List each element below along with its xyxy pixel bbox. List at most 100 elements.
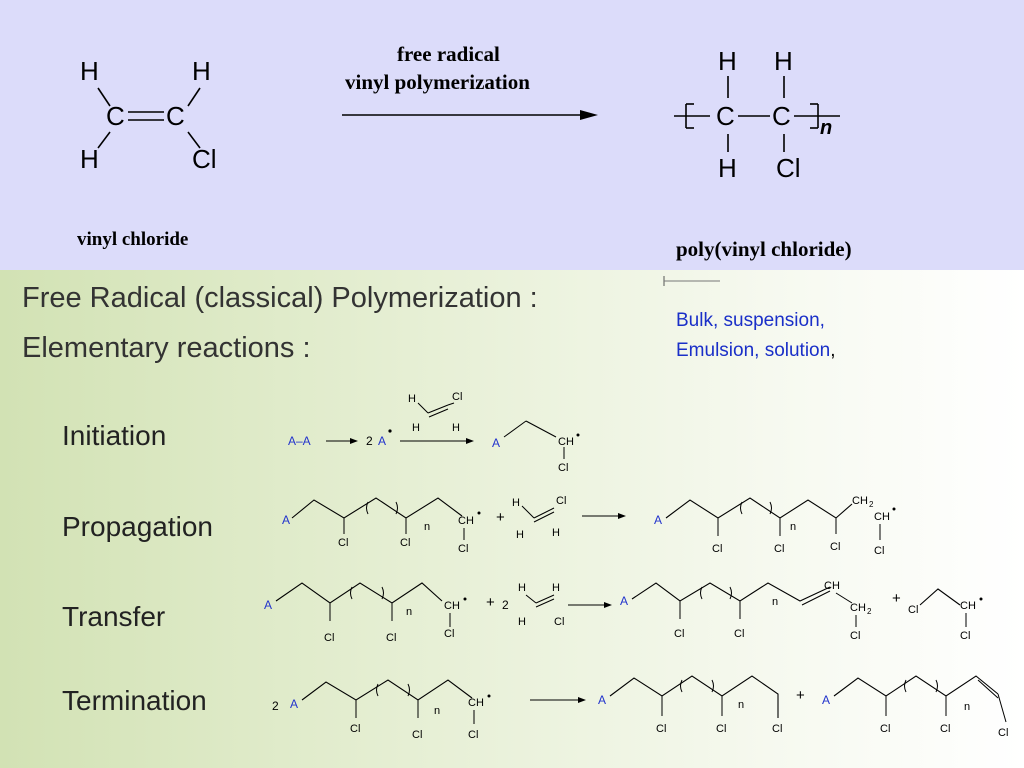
tr-product-ch: CH (824, 580, 840, 592)
prop-product-cl4: Cl (874, 545, 884, 557)
polymer-c1: C (716, 101, 735, 131)
tr-a: A (264, 598, 272, 612)
step-initiation-label: Initiation (62, 420, 167, 451)
prop-n: n (424, 521, 430, 533)
pvc-structure: H H C C n H Cl (674, 46, 840, 183)
tr-product-ch2-sub: 2 (867, 607, 872, 616)
term-p2-a: A (822, 693, 830, 707)
prop-product-cl1: Cl (712, 543, 722, 555)
process-note-line2: Emulsion, solution, (676, 340, 835, 362)
step-termination-label: Termination (62, 685, 207, 716)
prop-vc-h3: H (552, 527, 560, 539)
init-two: 2 (366, 434, 373, 448)
init-product-ch: CH (558, 436, 574, 448)
term-cl2: Cl (412, 729, 422, 741)
prop-ch: CH (458, 515, 474, 527)
arrow-label-line2: vinyl polymerization (345, 70, 530, 94)
polymer-h2: H (774, 46, 793, 76)
tr-small-cl2: Cl (960, 630, 970, 642)
tr-product-cl2: Cl (734, 628, 744, 640)
tr-small-ch: CH (960, 600, 976, 612)
tr-n: n (406, 606, 412, 618)
prop-vc-cl: Cl (556, 495, 566, 507)
monomer-c1: C (106, 101, 125, 131)
monomer-h1: H (80, 56, 99, 86)
prop-cl3: Cl (458, 543, 468, 555)
process-note-line1: Bulk, suspension, (676, 310, 825, 331)
monomer-cl: Cl (192, 144, 217, 174)
polymer-n: n (820, 117, 832, 139)
tr-two: 2 (502, 598, 509, 612)
prop-cl1: Cl (338, 537, 348, 549)
monomer-h2: H (192, 56, 211, 86)
term-p1-cl1: Cl (656, 723, 666, 735)
arrow-label-line1: free radical (397, 42, 500, 66)
heading-line1: Free Radical (classical) Polymerization … (22, 282, 538, 314)
polymer-c2: C (772, 101, 791, 131)
init-vc-h3: H (452, 422, 460, 434)
prop-cl2: Cl (400, 537, 410, 549)
term-ch: CH (468, 697, 484, 709)
polymer-h1: H (718, 46, 737, 76)
term-p1-n: n (738, 699, 744, 711)
vinyl-chloride-caption: vinyl chloride (77, 229, 189, 250)
polymerization-arrow (342, 110, 598, 120)
top-panel (0, 0, 1024, 270)
step-propagation-label: Propagation (62, 511, 214, 542)
init-vc-h1: H (408, 393, 416, 405)
term-a: A (290, 697, 298, 711)
term-p2-cl2: Cl (940, 723, 950, 735)
tr-product-cl3: Cl (850, 630, 860, 642)
init-product-cl: Cl (558, 462, 568, 474)
term-p2-cl1: Cl (880, 723, 890, 735)
tr-product-ch2: CH (850, 602, 866, 614)
prop-product-n: n (790, 521, 796, 533)
init-vc-cl: Cl (452, 391, 462, 403)
process-note-line2-main: Emulsion, solution (676, 340, 831, 361)
tr-ch: CH (444, 600, 460, 612)
term-p2-cl3: Cl (998, 727, 1008, 739)
monomer-c2: C (166, 101, 185, 131)
tr-plus2: + (892, 590, 901, 607)
tr-vc-h2: H (552, 582, 560, 594)
vinyl-chloride-structure: H H C C H Cl (80, 56, 217, 174)
term-p2-n: n (964, 701, 970, 713)
tr-product-cl1: Cl (674, 628, 684, 640)
init-vc-h2: H (412, 422, 420, 434)
prop-product-cl2: Cl (774, 543, 784, 555)
prop-a: A (282, 513, 290, 527)
prop-vc-h2: H (516, 529, 524, 541)
process-note-line2-tail: , (830, 340, 836, 361)
pvc-caption: poly(vinyl chloride) (676, 237, 852, 261)
tr-cl2: Cl (386, 632, 396, 644)
tr-plus: + (486, 594, 495, 611)
term-n: n (434, 705, 440, 717)
tr-small-cl: Cl (908, 604, 918, 616)
prop-product-cl3: Cl (830, 541, 840, 553)
term-p1-a: A (598, 693, 606, 707)
heading-line2: Elementary reactions : (22, 332, 311, 364)
prop-vc-h1: H (512, 497, 520, 509)
init-radical: A (378, 434, 386, 448)
tr-product-n: n (772, 596, 778, 608)
term-two: 2 (272, 699, 279, 713)
term-plus: + (796, 687, 805, 704)
term-cl1: Cl (350, 723, 360, 735)
prop-product-a: A (654, 513, 662, 527)
polymer-h3: H (718, 153, 737, 183)
prop-product-ch: CH (874, 511, 890, 523)
tr-vc-h1: H (518, 582, 526, 594)
prop-product-ch2-sub: 2 (869, 500, 874, 509)
termination-scheme: 2 A Cl Cl n CH Cl A Cl Cl n Cl + A Cl Cl… (272, 675, 1008, 741)
transfer-scheme: A Cl Cl n CH Cl + 2 H H H Cl A Cl Cl n C… (264, 580, 983, 644)
init-product-a: A (492, 436, 500, 450)
tr-vc-h3: H (518, 616, 526, 628)
prop-product-ch2: CH (852, 495, 868, 507)
caption-residue-mark (663, 276, 720, 286)
term-p1-cl2: Cl (716, 723, 726, 735)
tr-cl3: Cl (444, 628, 454, 640)
prop-plus: + (496, 509, 505, 526)
polymer-cl: Cl (776, 153, 801, 183)
tr-vc-cl: Cl (554, 616, 564, 628)
step-transfer-label: Transfer (62, 601, 166, 632)
